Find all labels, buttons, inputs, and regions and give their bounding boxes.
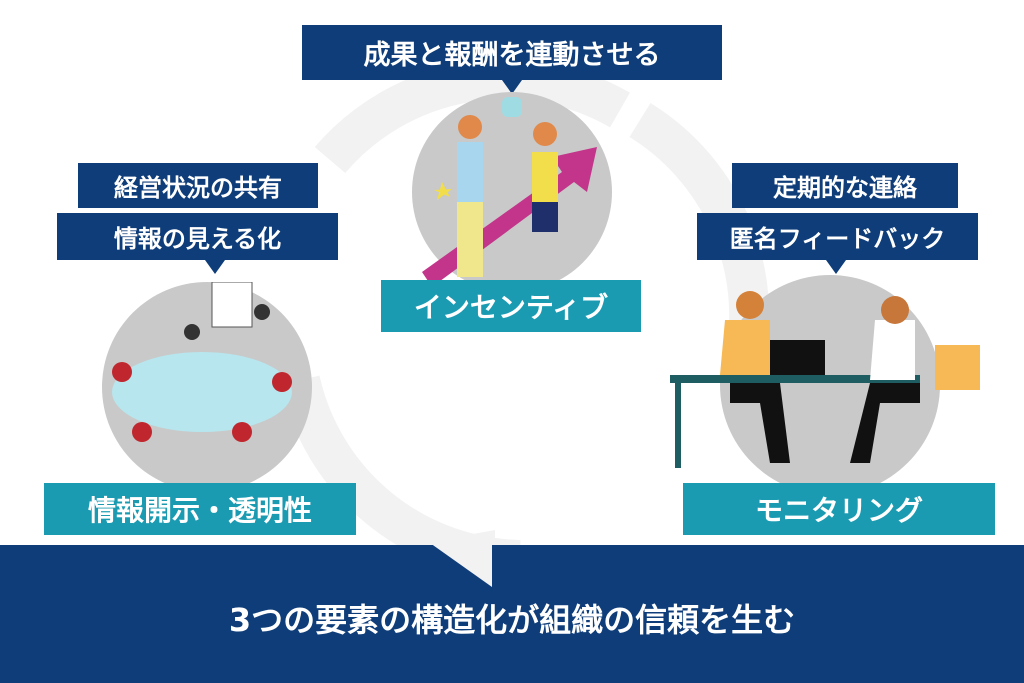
conversation-icon — [670, 291, 980, 468]
arrow-head — [430, 543, 492, 587]
pointer — [205, 260, 225, 274]
top-label: 成果と報酬を連動させる — [302, 25, 722, 80]
monitoring-title: モニタリング — [683, 483, 995, 535]
incentive-title: インセンティブ — [381, 280, 641, 332]
pointer — [502, 80, 522, 94]
handshake-icon — [422, 97, 597, 287]
meeting-illustration — [102, 281, 312, 492]
footer-text: 3つの要素の構造化が組織の信頼を生む — [228, 601, 796, 639]
footer-band: 3つの要素の構造化が組織の信頼を生む — [0, 543, 1024, 683]
incentive-illustration — [412, 92, 612, 292]
pointer — [826, 260, 846, 274]
right-label-1: 定期的な連絡 — [732, 163, 958, 208]
right-label-2: 匿名フィードバック — [697, 213, 978, 260]
meeting-table-icon — [112, 281, 292, 442]
left-label-2: 情報の見える化 — [57, 213, 338, 260]
transparency-title: 情報開示・透明性 — [44, 483, 356, 535]
left-label-1: 経営状況の共有 — [78, 163, 318, 208]
